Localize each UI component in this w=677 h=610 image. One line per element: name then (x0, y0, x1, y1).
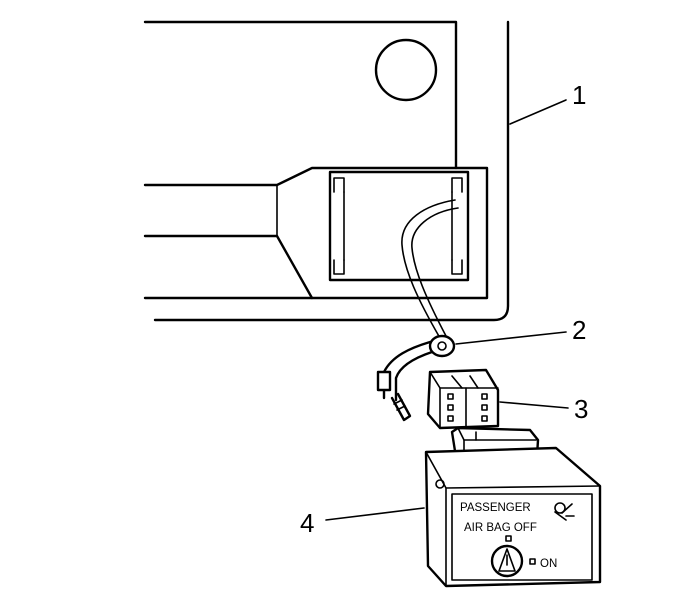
airbag-switch-module: PASSENGER AIR BAG OFF ON (424, 426, 602, 588)
switch-opening (328, 170, 470, 282)
panel-knob (374, 38, 438, 102)
callout-leaders (325, 99, 569, 521)
on-indicator-lamp (529, 558, 536, 565)
air-bag-off-label: AIR BAG OFF (464, 522, 537, 534)
passenger-label: PASSENGER (460, 502, 531, 514)
instrument-panel (143, 20, 510, 322)
wiring-harness (401, 199, 459, 339)
electrical-connector (426, 368, 500, 430)
retaining-clip (376, 334, 456, 422)
leader-4 (325, 507, 425, 521)
leader-3 (499, 401, 569, 409)
callout-4: 4 (300, 508, 314, 538)
leader-2 (455, 331, 567, 345)
on-label: ON (540, 558, 557, 570)
warning-triangle-icon (498, 548, 516, 572)
airbag-icon (554, 502, 575, 521)
module-face (451, 493, 593, 581)
leader-1 (509, 99, 567, 125)
callout-1: 1 (572, 80, 586, 110)
callout-2: 2 (572, 315, 586, 345)
off-indicator-lamp (505, 535, 512, 542)
key-switch[interactable] (490, 544, 524, 578)
callout-3: 3 (574, 394, 588, 424)
